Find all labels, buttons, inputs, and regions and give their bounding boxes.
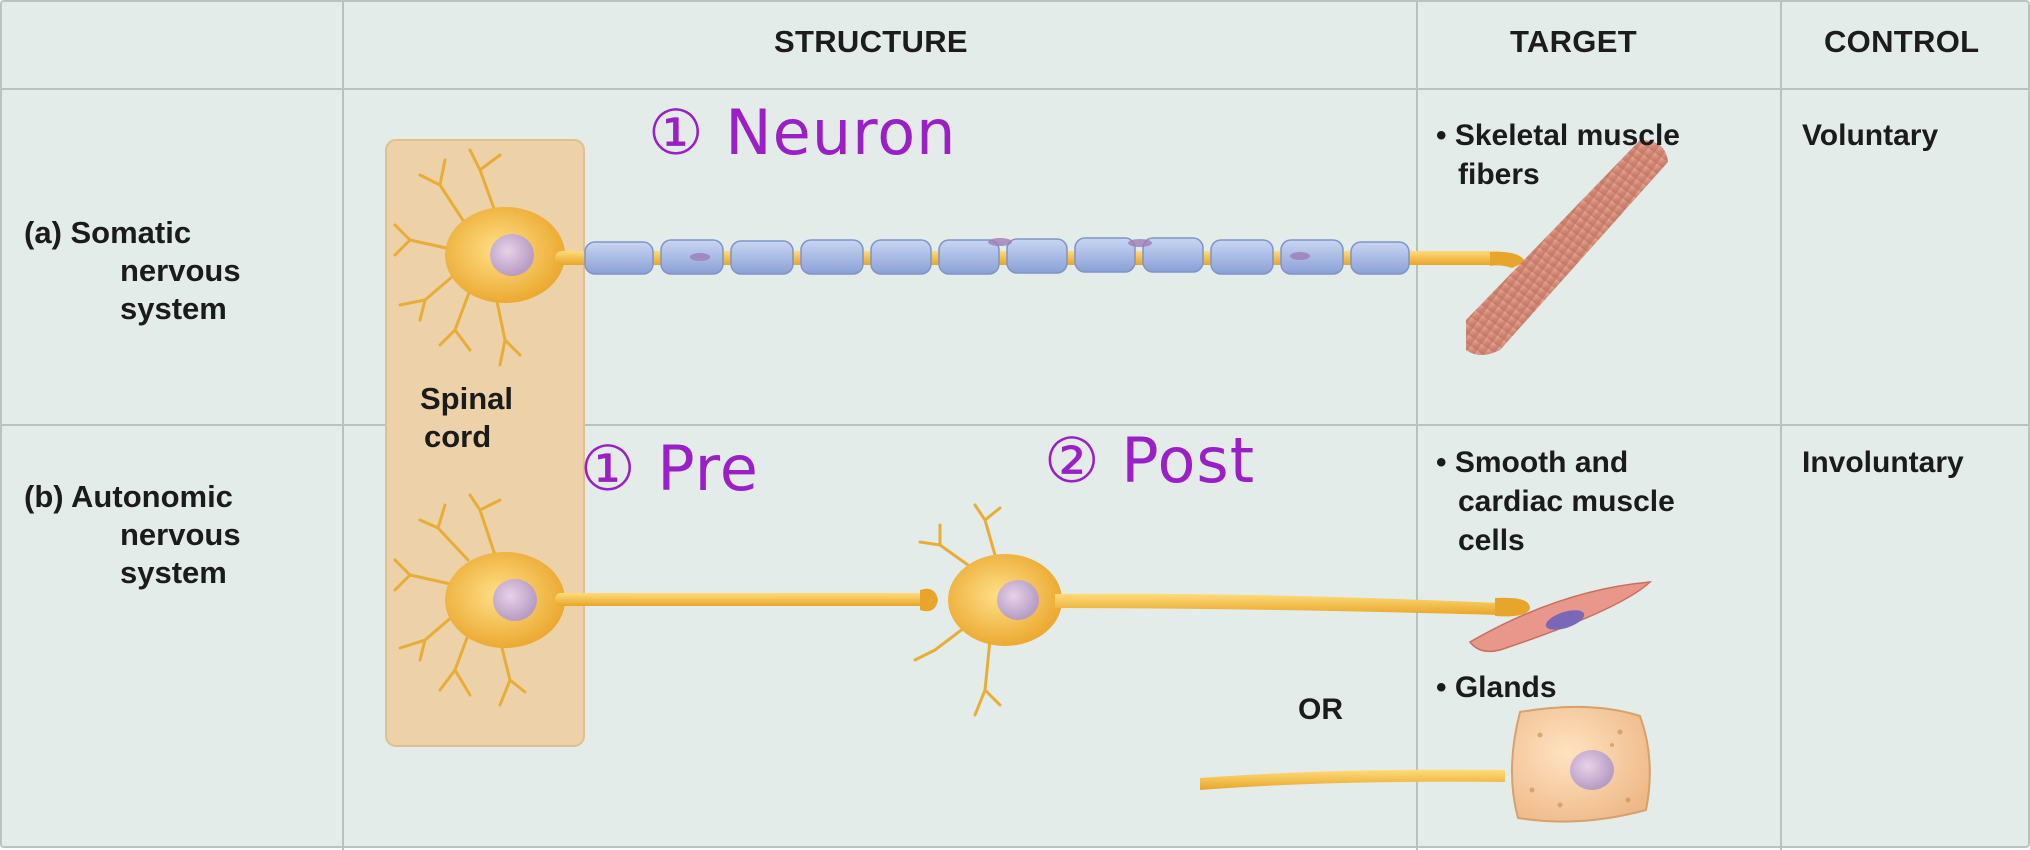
target-somatic: • Skeletal muscle fibers <box>1436 116 1680 194</box>
target-autonomic-line-2: cardiac muscle <box>1458 485 1675 518</box>
header-divider <box>2 88 2030 90</box>
spinal-cord-label-line-2: cord <box>424 419 492 454</box>
autonomic-pre-neuron-dendrites <box>393 493 527 707</box>
autonomic-pre-neuron-nucleus <box>493 579 537 621</box>
col-divider-control <box>1780 2 1782 850</box>
spinal-cord-label: Spinal cord <box>420 380 513 456</box>
row-label-somatic-line-3: system <box>120 291 227 326</box>
control-autonomic: Involuntary <box>1802 446 1964 479</box>
annotation-post: ② Post <box>1044 424 1256 497</box>
preganglionic-axon <box>555 593 935 606</box>
target-somatic-line-2: fibers <box>1458 158 1540 191</box>
header-control: CONTROL <box>1824 24 1980 59</box>
header-target: TARGET <box>1510 24 1637 59</box>
target-glands: • Glands <box>1436 671 1557 704</box>
somatic-neuron-nucleus <box>490 234 534 276</box>
row-divider <box>2 424 2030 426</box>
gland-axon <box>1200 769 1505 790</box>
skeletal-muscle-fiber <box>1466 140 1668 355</box>
row-label-autonomic: (b) Autonomic nervous system <box>24 478 241 592</box>
target-autonomic-line-1: • Smooth and <box>1436 446 1629 479</box>
target-autonomic-line-3: cells <box>1458 524 1525 557</box>
autonomic-post-neuron-nucleus <box>997 580 1039 620</box>
col-divider-target <box>1416 2 1418 850</box>
row-label-somatic-line-2: nervous <box>120 253 241 288</box>
autonomic-post-neuron-dendrites <box>913 503 1002 717</box>
annotation-pre: ① Pre <box>580 432 759 505</box>
postganglionic-axon <box>1055 593 1500 615</box>
row-label-somatic-line-1: (a) Somatic <box>24 215 192 250</box>
col-divider-structure <box>342 2 344 850</box>
myelin-sheath <box>584 237 1410 275</box>
somatic-neuron-dendrites <box>393 148 522 367</box>
target-autonomic: • Smooth and cardiac muscle cells <box>1436 443 1675 560</box>
row-label-autonomic-line-2: nervous <box>120 517 241 552</box>
control-somatic: Voluntary <box>1802 119 1939 152</box>
row-label-autonomic-line-1: (b) Autonomic <box>24 479 233 514</box>
row-label-somatic: (a) Somatic nervous system <box>24 214 241 328</box>
row-label-autonomic-line-3: system <box>120 555 227 590</box>
target-somatic-line-1: • Skeletal muscle <box>1436 119 1680 152</box>
or-label: OR <box>1298 693 1343 726</box>
annotation-neuron: ① Neuron <box>648 96 957 169</box>
header-structure: STRUCTURE <box>774 24 968 59</box>
spinal-cord-label-line-1: Spinal <box>420 381 514 416</box>
